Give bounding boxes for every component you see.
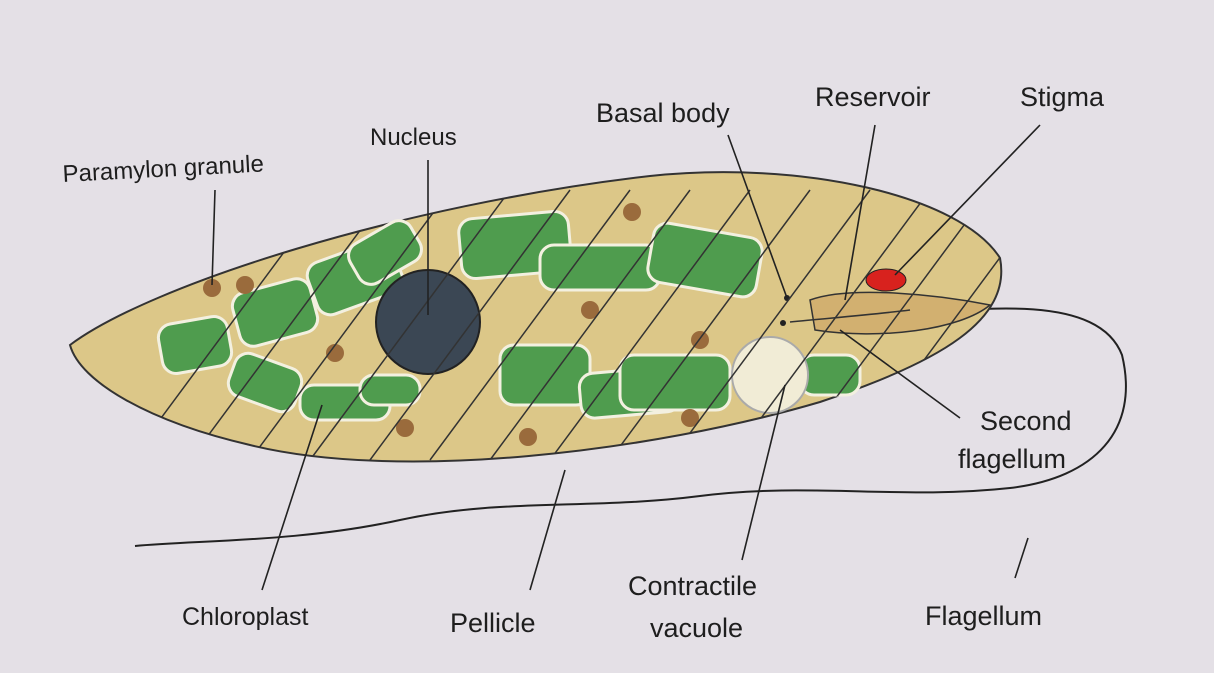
paramylon-granule [623, 203, 641, 221]
leader-paramylon [211, 189, 216, 286]
leader-chloroplast [261, 404, 323, 591]
pellicle-stripe [369, 189, 571, 461]
paramylon-granules [203, 203, 709, 446]
leader-flagellum [1014, 537, 1029, 579]
label-pellicle: Pellicle [450, 608, 536, 638]
leader-contractile-vacuole [741, 384, 786, 561]
chloroplast [347, 219, 423, 286]
label-basal-body: Basal body [596, 98, 730, 128]
label-stigma: Stigma [1020, 82, 1105, 112]
label-flagellum: Flagellum [925, 601, 1042, 631]
reservoir [809, 291, 992, 335]
pellicle-stripe [549, 189, 751, 461]
pellicle-stripe [729, 189, 931, 461]
chloroplast [498, 343, 592, 407]
paramylon-granule [681, 409, 699, 427]
pellicle-stripe [429, 189, 631, 461]
pellicle-stripe [309, 189, 511, 461]
chloroplast [230, 277, 320, 348]
pellicle-stripe [489, 189, 691, 461]
flagellum [134, 307, 1127, 547]
label-second-flagellum-1: Second [980, 406, 1072, 436]
label-contractile-vacuole-2: vacuole [650, 613, 743, 643]
chloroplasts [156, 209, 862, 422]
paramylon-granule [203, 279, 221, 297]
label-reservoir: Reservoir [815, 82, 931, 112]
label-chloroplast: Chloroplast [182, 603, 309, 631]
leader-basal-body [727, 134, 788, 299]
chloroplast [618, 353, 732, 412]
label-second-flagellum-2: flagellum [958, 444, 1066, 474]
pellicle-stripe [609, 189, 811, 461]
chloroplast [156, 315, 234, 375]
label-nucleus: Nucleus [370, 124, 457, 151]
chloroplast [538, 243, 662, 292]
label-contractile-vacuole-1: Contractile [628, 571, 757, 601]
chloroplast [646, 221, 764, 299]
contractile-vacuole [731, 336, 809, 414]
pellicle-stripe [669, 189, 871, 461]
paramylon-granule [326, 344, 344, 362]
paramylon-granule [581, 301, 599, 319]
chloroplast [358, 373, 422, 407]
second-flagellum [789, 309, 911, 323]
leader-stigma [894, 124, 1041, 276]
pellicle-stripe [189, 189, 391, 461]
paramylon-granule [236, 276, 254, 294]
paramylon-granule [519, 428, 537, 446]
leader-second-flagellum [839, 329, 961, 419]
paramylon-granule [396, 419, 414, 437]
basal-body [780, 320, 786, 326]
leader-reservoir [844, 124, 876, 301]
leader-pellicle [529, 469, 566, 591]
pellicle-stripe [249, 189, 451, 461]
stigma [865, 268, 907, 292]
